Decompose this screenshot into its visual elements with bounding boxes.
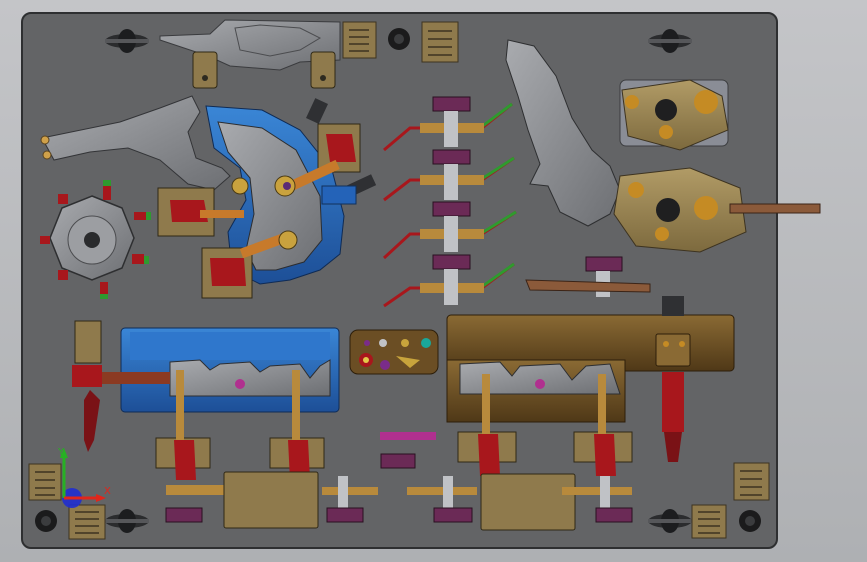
locator-plate[interactable] — [619, 79, 729, 151]
pivot-pin — [231, 177, 249, 195]
center-pin-column[interactable] — [382, 96, 517, 308]
magenta-blocks — [165, 432, 633, 523]
foot-icon — [648, 29, 692, 53]
left-vertical-clamp[interactable] — [72, 320, 102, 452]
right-curved-part[interactable] — [505, 39, 621, 227]
lower-clamp[interactable] — [155, 370, 232, 495]
lower-clamp[interactable] — [573, 374, 633, 476]
locator-plate[interactable] — [613, 167, 821, 253]
datum-plates — [28, 21, 770, 540]
datum-plate — [28, 463, 62, 501]
blue-cylinder — [321, 185, 357, 205]
bronze-fixture[interactable] — [446, 296, 735, 462]
brown-rod-assembly[interactable] — [525, 256, 651, 297]
left-curved-arm[interactable] — [41, 95, 231, 191]
clamp-pads — [223, 471, 576, 531]
datum-plate — [733, 462, 770, 501]
coordinate-triad-icon: Y X — [57, 447, 111, 508]
rotary-locator[interactable] — [40, 180, 151, 299]
side-rods[interactable] — [322, 476, 632, 508]
pivot-pin — [278, 230, 298, 250]
foot-icon — [105, 509, 149, 533]
clamp-red[interactable] — [201, 231, 291, 299]
y-axis-label: Y — [57, 447, 65, 458]
datum-plate — [342, 21, 377, 59]
datum-plate — [68, 504, 106, 540]
steel-plate-on-blue — [217, 121, 323, 271]
clamp-red[interactable] — [157, 187, 244, 237]
lower-clamp[interactable] — [269, 370, 325, 480]
x-axis-label: X — [104, 486, 111, 497]
blue-fixture-lower[interactable] — [100, 327, 340, 413]
foot-icon — [105, 29, 149, 53]
lower-clamp[interactable] — [457, 374, 517, 476]
locator-pin — [40, 135, 50, 145]
pivot-pin — [283, 182, 291, 190]
foot-icon — [648, 509, 692, 533]
control-panel[interactable] — [349, 329, 439, 375]
datum-plate — [421, 21, 459, 63]
clamp-red[interactable] — [290, 123, 361, 191]
top-steel-bracket[interactable] — [159, 19, 341, 89]
bolt-icons — [35, 28, 761, 532]
datum-plate — [691, 504, 727, 539]
leveling-feet — [105, 29, 692, 533]
locator-pin — [42, 150, 52, 160]
